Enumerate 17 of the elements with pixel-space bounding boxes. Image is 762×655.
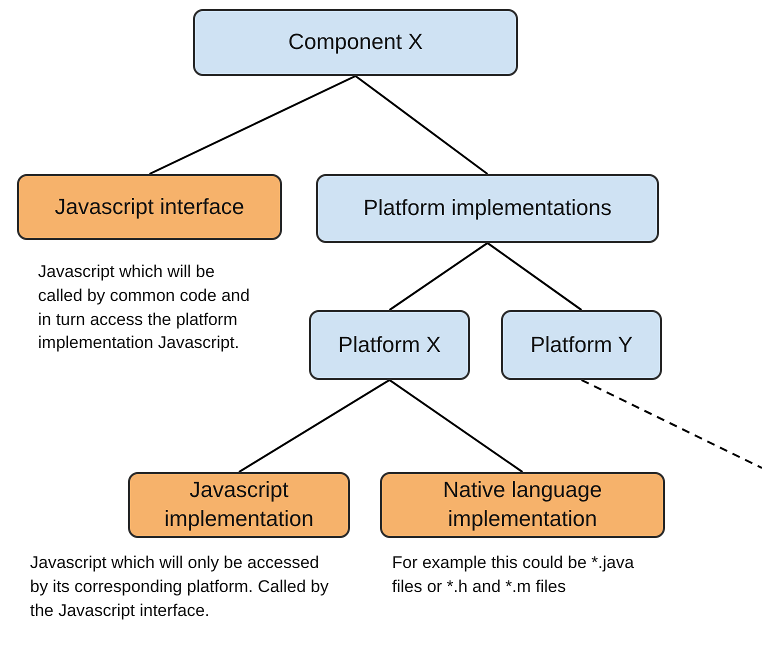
description-text: Javascript which will be called by common code and in turn access the platform implementation Javascript. [38,261,251,354]
component-box: Platform Y [501,310,662,380]
connector-line [238,379,390,473]
component-box: Component X [193,9,518,76]
component-box: Javascript implementation [128,472,350,538]
connector-line [388,242,488,311]
description-text: For example this could be *.java files or *.h and *.m files [392,552,635,598]
component-box: Platform implementations [316,174,659,243]
component-box: Native language implementation [380,472,665,538]
description-text: Javascript which will only be accessed by its corresponding platform. Called by the Javascript interface. [30,552,330,622]
component-box: Platform X [309,310,470,380]
connector-line [149,75,356,175]
dashed-connector-line [581,379,762,469]
connector-line [388,379,524,473]
connector-line [354,75,488,175]
component-box: Javascript interface [17,174,282,240]
connector-line [486,242,582,311]
